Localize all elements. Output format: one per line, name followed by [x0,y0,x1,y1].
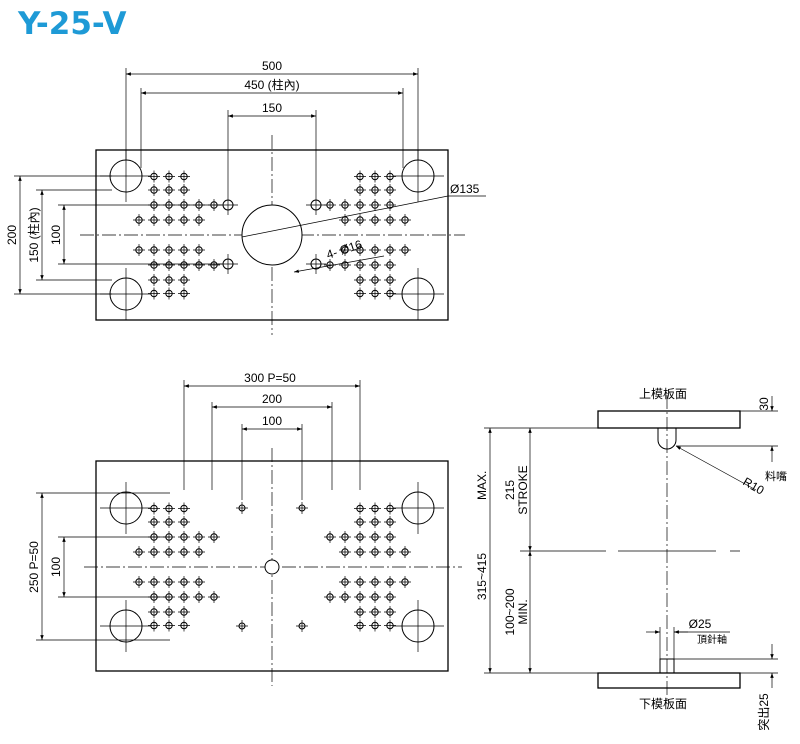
min-open-label: MIN. [516,599,530,624]
bottom-tapped-hole-pattern [133,502,411,632]
min-open-value: 100~200 [503,588,517,635]
lower-platen-label: 下模板面 [639,697,687,711]
dim-mid-span: 200 [262,392,282,406]
dim-v-inner: 100 [49,557,63,577]
ejector-rod [659,658,675,674]
upper-platen-label: 上模板面 [639,387,687,401]
dim-pitch-span: 300 P=50 [244,371,296,385]
nozzle-radius: R10 [741,474,767,497]
top-tapped-hole-pattern [133,170,411,300]
stroke-value: 215 [503,480,517,500]
dim-30: 30 [757,397,771,411]
center-locating-hole [241,204,303,266]
dim-height-between-tie-bars: 150 (柱內) [26,207,41,262]
leader-center-hole [241,195,449,238]
ejector-center-hole [264,559,280,575]
stroke-label: STROKE [516,465,530,514]
lower-platen [597,672,741,689]
center-hole-dia-label: Ø135 [450,182,480,196]
nozzle [657,428,677,450]
dim-inner-span: 100 [262,414,282,428]
upper-platen [597,410,741,429]
top-dimensions: 500 450 (柱內) 150 200 150 (柱內) 100 Ø135 4… [5,59,486,295]
side-view: 315~415 MAX. 215 STROKE 100~200 MIN. 上模板… [475,387,787,731]
ejector-dia: Ø25 [689,617,712,631]
ejector-protrusion: 突出25 [756,693,771,731]
ejector-label: 頂針軸 [697,633,727,646]
dim-hole-spacing-v: 100 [49,225,63,245]
top-mount-holes [218,195,326,274]
bottom-tie-bar-holes [100,482,444,652]
max-open-label: MAX. [475,471,489,500]
nozzle-label: 料嘴 [765,469,787,483]
dim-overall-width: 500 [262,59,282,73]
mount-holes-label: 4- Ø16 [325,237,365,262]
bottom-platen-view: 300 P=50 200 100 250 P=50 100 [27,371,462,686]
dim-between-tie-bars: 450 (柱內) [244,77,299,92]
dim-height: 200 [5,225,19,245]
dim-center-holes: 150 [262,101,282,115]
dim-height-pitch: 250 P=50 [27,541,41,593]
top-platen-view: 500 450 (柱內) 150 200 150 (柱內) 100 Ø135 4… [5,59,486,335]
bottom-dimensions: 300 P=50 200 100 250 P=50 100 [27,371,361,641]
max-open-value: 315~415 [475,553,489,600]
model-title: Y-25-V [18,6,127,42]
bottom-ejector-holes [236,502,308,632]
